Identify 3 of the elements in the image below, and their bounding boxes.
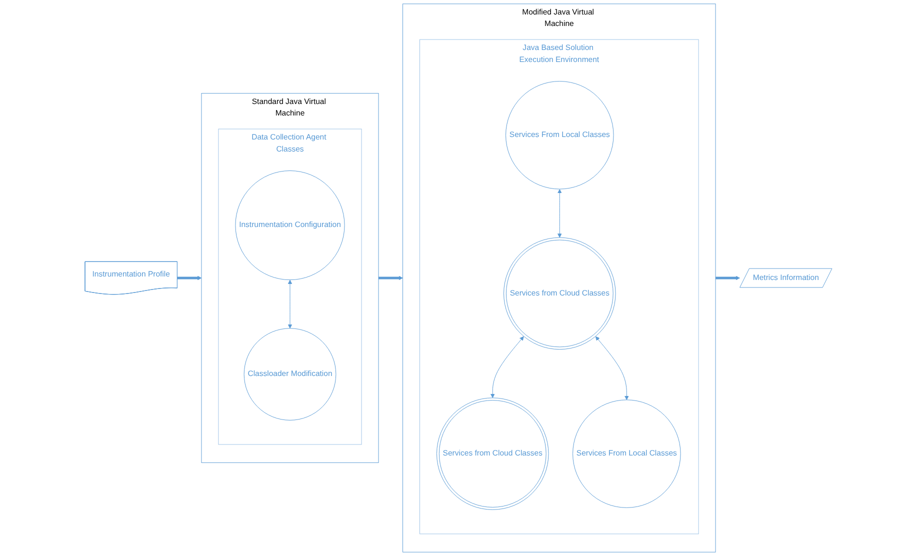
- arrow: [177, 276, 202, 280]
- arrow: [378, 276, 403, 280]
- arrow: [716, 276, 740, 280]
